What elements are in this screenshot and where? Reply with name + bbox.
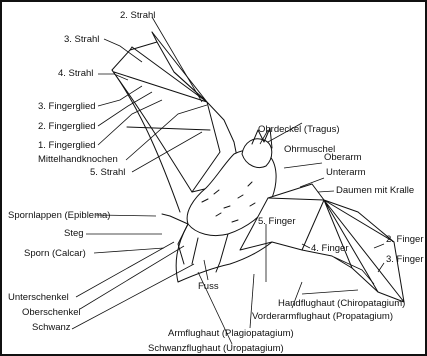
label-finger-3: 3. Finger (386, 254, 424, 265)
label-unterarm: Unterarm (326, 167, 366, 178)
label-armflughaut: Armflughaut (Plagiopatagium) (168, 328, 294, 339)
label-fingerglied-2: 2. Fingerglied (38, 121, 96, 132)
label-strahl-2: 2. Strahl (120, 10, 155, 21)
label-mittelhandknochen: Mittelhandknochen (38, 154, 118, 165)
label-spornlappen: Spornlappen (Epiblema) (8, 210, 110, 221)
label-handflughaut: Handflughaut (Chiropatagium) (278, 298, 405, 309)
label-steg: Steg (64, 228, 84, 239)
label-schwanzflughaut: Schwanzflughaut (Uropatagium) (148, 343, 284, 354)
label-oberarm: Oberarm (324, 152, 361, 163)
label-finger-4: 4. Finger (311, 243, 349, 254)
label-vorderarmflughaut: Vorderarmflughaut (Propatagium) (252, 311, 393, 322)
label-daumen-mit-kralle: Daumen mit Kralle (336, 185, 414, 196)
label-fingerglied-1: 1. Fingerglied (38, 140, 96, 151)
label-strahl-3: 3. Strahl (64, 34, 99, 45)
label-schwanz: Schwanz (32, 322, 71, 333)
label-fuss: Fuss (198, 281, 219, 292)
label-unterschenkel: Unterschenkel (8, 292, 69, 303)
label-finger-5: 5. Finger (258, 216, 296, 227)
label-sporn: Sporn (Calcar) (24, 248, 86, 259)
label-strahl-5: 5. Strahl (90, 167, 125, 178)
label-oberschenkel: Oberschenkel (22, 307, 81, 318)
label-strahl-4: 4. Strahl (58, 68, 93, 79)
tail (192, 238, 198, 264)
label-finger-2: 2. Finger (386, 234, 424, 245)
label-ohrdeckel: Ohrdeckel (Tragus) (258, 124, 339, 135)
label-fingerglied-3: 3. Fingerglied (38, 101, 96, 112)
